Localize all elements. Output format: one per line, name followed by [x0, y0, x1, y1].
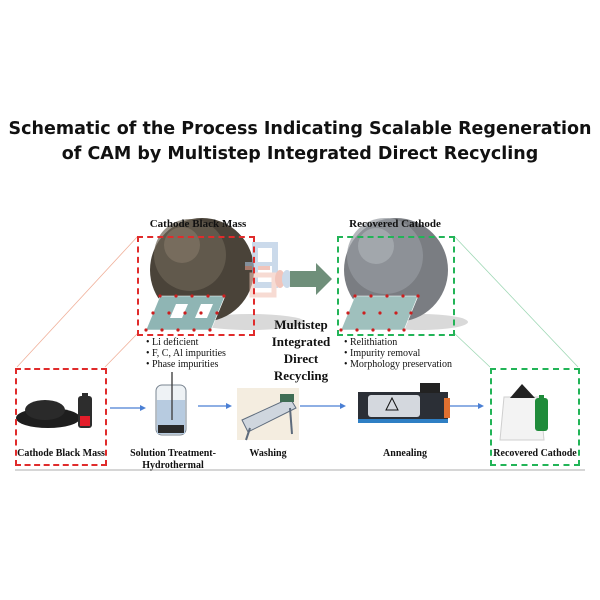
connector-line	[453, 332, 491, 368]
big-process-arrow-icon	[290, 263, 332, 295]
flow-arrow	[110, 403, 484, 411]
process-line: Integrated	[271, 334, 331, 349]
bullet-item: • Li deficient	[146, 337, 199, 348]
title-line-2: of CAM by Multistep Integrated Direct Re…	[61, 144, 539, 164]
process-line: Direct	[283, 351, 319, 366]
battery-full-icon	[535, 395, 548, 431]
step-2-label: Solution Treatment- Hydrothermal	[128, 448, 218, 472]
crystal-lattice-icon	[339, 294, 420, 332]
bullet-item: • Impurity removal	[344, 348, 421, 359]
title-line-1: Schematic of the Process Indicating Scal…	[8, 119, 592, 139]
diagram-title: Schematic of the Process Indicating Scal…	[0, 117, 600, 167]
connector-line	[104, 332, 139, 368]
process-line: Recycling	[273, 368, 329, 383]
recovered-cathode-label: Recovered Cathode	[349, 218, 441, 230]
connector-line	[453, 235, 579, 368]
step-4-label: Annealing	[383, 448, 427, 459]
battery-low-icon	[78, 393, 92, 428]
connector-line	[16, 235, 139, 368]
step-5-label: Recovered Cathode	[493, 448, 577, 459]
recovered-cathode-box	[337, 236, 455, 336]
bullet-item: • Morphology preservation	[344, 359, 452, 370]
process-name: Multistep Integrated Direct Recycling	[258, 316, 344, 384]
process-line: Multistep	[274, 317, 328, 332]
black-mass-issues: • Li deficient • F, C, Al impurities • P…	[146, 337, 226, 370]
step-2-label-line: Solution Treatment-	[130, 448, 216, 459]
recovered-benefits: • Relithiation • Impurity removal • Morp…	[344, 337, 452, 370]
step-1-box	[15, 368, 107, 466]
bullet-item: • Relithiation	[344, 337, 398, 348]
step-2-label-line: Hydrothermal	[142, 460, 204, 471]
black-mass-label: Cathode Black Mass	[149, 218, 247, 230]
transition-bands-icon	[245, 242, 292, 298]
crystal-lattice-icon	[144, 294, 226, 332]
annealing-furnace-icon	[358, 383, 450, 423]
hydrothermal-vessel-icon	[155, 372, 187, 436]
step-1-label: Cathode Black Mass	[17, 448, 105, 459]
black-powder-icon	[16, 400, 80, 428]
step-5-box	[490, 368, 580, 466]
bullet-item: • F, C, Al impurities	[146, 348, 226, 359]
step-3-label: Washing	[249, 448, 287, 459]
filter-press-icon	[237, 388, 299, 441]
bullet-item: • Phase impurities	[146, 359, 219, 370]
bulk-bag-icon	[499, 384, 545, 441]
black-mass-box	[137, 236, 255, 336]
